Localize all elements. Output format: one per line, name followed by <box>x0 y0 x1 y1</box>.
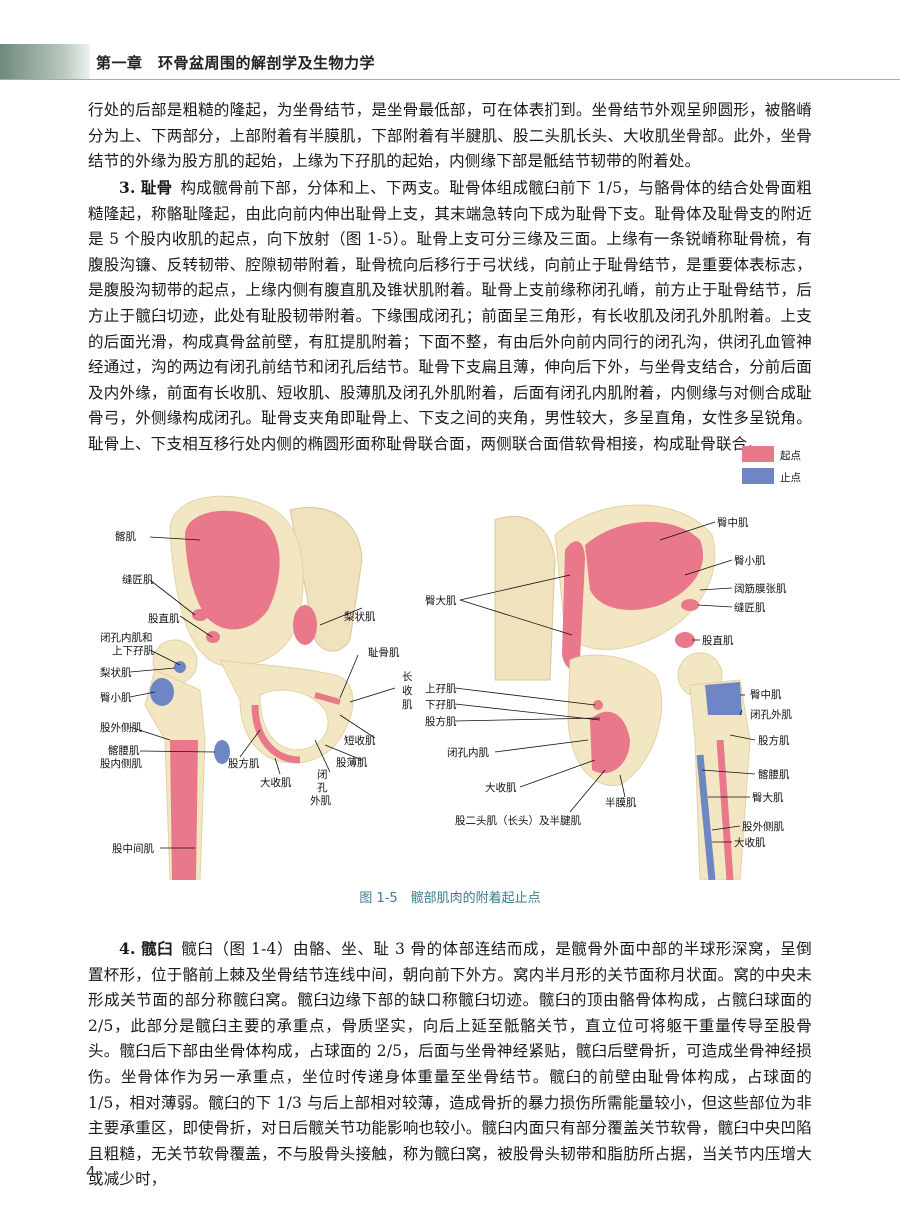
label-pectineus: 耻骨肌 <box>368 646 400 659</box>
rectus-origin-posterior <box>675 632 695 648</box>
rectus-origin <box>206 631 220 643</box>
label-quadratus-insertion: 股方肌 <box>758 734 790 747</box>
leader-lines-left <box>129 536 396 849</box>
label-quadratus-right: 股方肌 <box>425 715 457 728</box>
label-vastus-medialis: 股内侧肌 <box>100 757 142 770</box>
page-number: 4 <box>86 1163 96 1181</box>
running-header: 第一章 环骨盆周围的解剖学及生物力学 <box>0 44 900 80</box>
label-vastus-intermedius: 股中间肌 <box>112 842 154 855</box>
adductor-magnus-origin <box>251 704 301 764</box>
anterior-pelvis-view <box>144 495 363 881</box>
posterior-pelvis-view <box>494 504 751 881</box>
label-gluteus-maximus-right: 臀大肌 <box>425 594 457 607</box>
label-obturator-externus-b: 孔 <box>317 781 328 794</box>
label-inferior-gemellus: 下孖肌 <box>425 699 457 711</box>
paragraph-pubis: 3. 耻骨构成髋骨前下部，分体和上、下两支。耻骨体组成髋臼前下 1/5，与骼骨体… <box>88 175 812 458</box>
section-title: 耻骨 <box>140 178 173 197</box>
sartorius-origin-posterior <box>681 599 699 611</box>
piriformis-sacral-origin <box>293 605 317 645</box>
section-number: 3. <box>119 178 136 197</box>
label-iliopsoas-left: 髂腰肌 <box>108 744 140 757</box>
pectineus-origin <box>314 692 341 705</box>
section-number: 4. <box>119 939 136 958</box>
label-obturator-externus-c: 外肌 <box>310 795 331 807</box>
label-gluteus-minimus-right: 臀小肌 <box>734 555 766 567</box>
iliopsoas-insertion-left <box>214 740 230 764</box>
label-tensor-fasciae: 阔筋膜张肌 <box>734 582 787 595</box>
label-rectus-left: 股直肌 <box>148 612 180 625</box>
iliacus-origin <box>185 510 280 630</box>
figure-caption: 图 1-5 髋部肌肉的附着起止点 <box>359 891 541 906</box>
label-quadratus-left: 股方肌 <box>228 757 260 770</box>
sacrum-posterior <box>494 515 556 681</box>
section-body: 髋臼（图 1-4）由骼、坐、耻 3 骨的体部连结而成，是髋骨外面中部的半球形深窝… <box>88 940 812 1189</box>
paragraph-ischium-end: 行处的后部是粗糙的隆起，为坐骨结节，是坐骨最低部，可在体表扪到。坐骨结节外观呈卵… <box>88 101 812 171</box>
label-adductor-magnus-insertion: 大收肌 <box>734 836 766 849</box>
anatomy-illustration: 起点 止点 <box>100 446 801 881</box>
vastus-intermedius-origin <box>170 740 198 880</box>
sartorius-origin <box>192 609 208 621</box>
inferior-gemellus-origin <box>597 715 607 725</box>
section-body: 构成髋骨前下部，分体和上、下两支。耻骨体组成髋臼前下 1/5，与骼骨体的结合处骨… <box>88 179 812 453</box>
superior-gemellus-origin <box>593 700 603 710</box>
label-adductor-magnus-left: 大收肌 <box>260 776 292 789</box>
greater-trochanter-insertions <box>705 682 742 715</box>
gluteus-medius-origin <box>585 521 704 610</box>
gluteus-maximus-origin <box>562 541 585 670</box>
label-adductor-longus-b: 收 <box>402 684 413 697</box>
label-gluteus-medius-insertion: 臀中肌 <box>750 688 782 701</box>
label-obturator-internus-right: 闭孔内肌 <box>447 746 489 759</box>
ischial-tuberosity-origins <box>590 711 630 774</box>
label-adductor-longus-c: 肌 <box>402 699 413 711</box>
label-sartorius-left: 缝匠肌 <box>122 573 154 586</box>
header-accent <box>0 44 90 80</box>
linea-aspera-insertions <box>696 754 716 881</box>
label-iliacus: 髂肌 <box>115 530 136 543</box>
gluteus-minimus-insertion-left <box>150 678 174 706</box>
label-gluteus-medius-right: 臀中肌 <box>717 516 749 529</box>
label-adductor-brevis: 短收肌 <box>344 734 376 747</box>
leader-lines-right <box>454 521 756 843</box>
obturator-foramen <box>259 689 329 751</box>
header-rule <box>0 79 900 80</box>
label-vastus-lateralis-left: 股外侧肌 <box>100 721 142 734</box>
label-piriformis-left: 梨状肌 <box>100 666 132 679</box>
label-obturator-internus-1: 闭孔内肌和 <box>100 631 153 644</box>
label-rectus-right: 股直肌 <box>702 634 734 647</box>
label-iliopsoas-insertion: 髂腰肌 <box>758 768 790 781</box>
chapter-title: 第一章 环骨盆周围的解剖学及生物力学 <box>96 54 376 72</box>
label-adductor-longus-a: 长 <box>402 671 413 683</box>
label-piriformis-right-left-view: 梨状肌 <box>344 610 376 623</box>
label-biceps-semitendinosus: 股二头肌（长头）及半腱肌 <box>455 814 581 827</box>
label-vastus-lateralis-right: 股外侧肌 <box>742 820 784 833</box>
piriformis-insertion-left <box>174 661 186 673</box>
label-superior-gemellus: 上孖肌 <box>425 683 457 695</box>
vastus-lateralis-origin <box>716 739 734 881</box>
legend-origin-swatch <box>742 446 774 462</box>
figure-hip-muscle-attachments: 起点 止点 <box>100 440 820 881</box>
paragraph-acetabulum: 4. 髋臼髋臼（图 1-4）由骼、坐、耻 3 骨的体部连结而成，是髋骨外面中部的… <box>88 936 812 1193</box>
label-obturator-externus-a: 闭 <box>317 768 328 781</box>
legend-insertion-label: 止点 <box>780 472 801 484</box>
label-obturator-internus-2: 上下孖肌 <box>112 645 154 657</box>
label-gluteus-minimus-left: 臀小肌 <box>100 692 132 704</box>
label-gluteus-maximus-insertion: 臀大肌 <box>752 791 784 804</box>
label-semimembranosus: 半膜肌 <box>605 796 637 809</box>
legend-insertion-swatch <box>742 468 774 484</box>
label-adductor-magnus-right: 大收肌 <box>485 781 517 794</box>
legend-origin-label: 起点 <box>780 450 801 462</box>
label-sartorius-right: 缝匠肌 <box>734 601 766 614</box>
label-obturator-externus-insertion: 闭孔外肌 <box>750 708 792 721</box>
label-gracilis: 股薄肌 <box>336 756 368 769</box>
section-title: 髋臼 <box>141 939 174 958</box>
